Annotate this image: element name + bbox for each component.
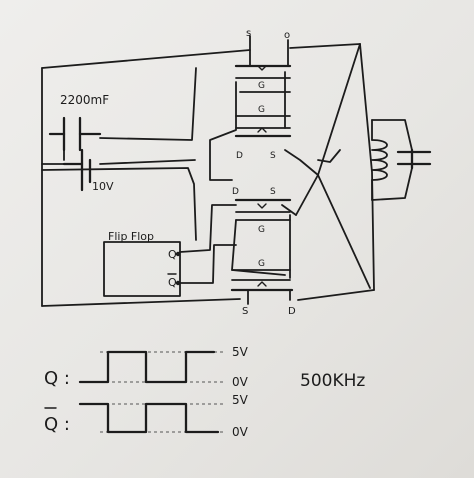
mosfet-third-gate-label: G — [258, 225, 265, 235]
mosfet-second-gate-label: G — [258, 105, 265, 115]
mosfet-top-gate-label: G — [258, 81, 265, 91]
waveform-q-bar — [78, 402, 225, 434]
flip-flop-q-bar-label: Q — [168, 276, 177, 289]
mosfet-bottom-gate-label: G — [258, 259, 265, 269]
battery-10v — [62, 148, 92, 192]
mosfet-bottom-drain-label: D — [288, 306, 296, 317]
waveform-q-label: Q : — [44, 368, 70, 389]
waveform-q — [78, 350, 225, 384]
circuit-wires — [41, 43, 413, 307]
flip-flop-block — [103, 241, 181, 297]
waveform-q-bar-label: Q : — [44, 414, 70, 435]
waveform-q-low-level: 0V — [232, 375, 249, 389]
capacitor-value-label: 2200mF — [60, 93, 109, 107]
mosfet-top: s o G — [234, 28, 292, 93]
mosfet-second-drain-label: D — [236, 151, 243, 161]
battery-voltage-label: 10V — [92, 180, 114, 193]
waveform-q-bar-low-level: 0V — [232, 425, 249, 439]
mosfet-third: D S G — [232, 187, 292, 235]
waveform-q-high-level: 5V — [232, 345, 249, 359]
flip-flop-label: Flip Flop — [108, 230, 154, 243]
mosfet-second: G D S — [234, 105, 292, 161]
mosfet-top-drain-label: o — [284, 30, 290, 41]
tank-capacitor — [396, 148, 432, 170]
mosfet-second-source-label: S — [270, 151, 276, 161]
mosfet-third-source-label: S — [270, 187, 276, 197]
mosfet-third-drain-label: D — [232, 187, 239, 197]
q-output-dot — [175, 251, 181, 257]
inductor-coil — [371, 119, 388, 201]
capacitor-2200mf — [48, 116, 102, 152]
mosfet-top-source-label: s — [246, 28, 251, 39]
frequency-label: 500KHz — [300, 371, 365, 391]
flip-flop-q-label: Q — [168, 248, 177, 261]
q-bar-output-dot — [175, 280, 181, 286]
mosfet-bottom: G S D — [230, 259, 296, 317]
mosfet-bottom-source-label: S — [242, 306, 248, 317]
waveform-q-bar-high-level: 5V — [232, 393, 249, 407]
